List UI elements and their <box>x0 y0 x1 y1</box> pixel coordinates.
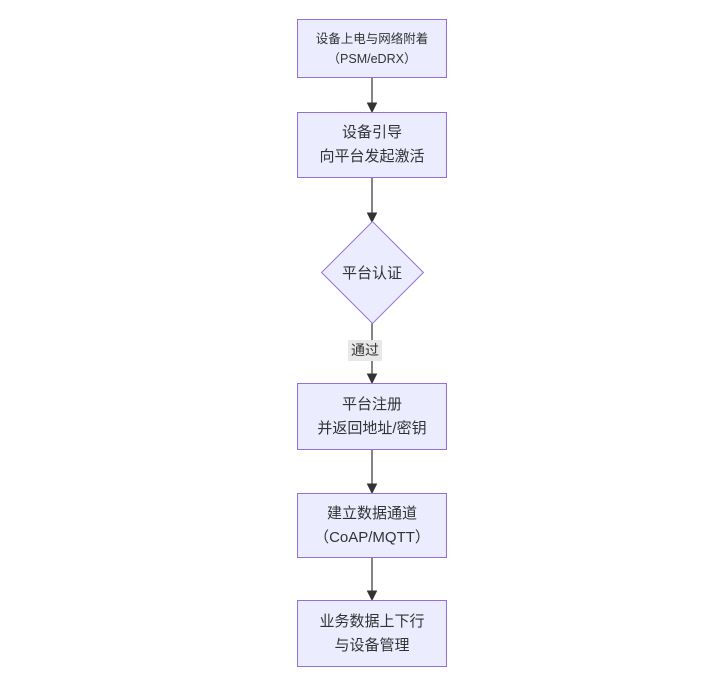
node-text-line: 平台认证 <box>341 264 402 282</box>
node-text-line: 向平台发起激活 <box>319 148 425 165</box>
node-device-bootstrap: 设备引导 向平台发起激活 <box>297 112 447 178</box>
node-text-line: 与设备管理 <box>334 636 410 654</box>
node-data-channel: 建立数据通道 （CoAP/MQTT） <box>297 493 447 558</box>
node-platform-register: 平台注册 并返回地址/密钥 <box>297 383 447 450</box>
node-text-line: 设备引导 <box>341 124 402 141</box>
arrowhead-icon <box>366 590 378 602</box>
node-device-power-attach: 设备上电与网络附着 （PSM/eDRX） <box>297 19 447 78</box>
arrowhead-icon <box>366 212 378 224</box>
arrowhead-icon <box>366 102 378 114</box>
node-text-line: （PSM/eDRX） <box>327 51 417 66</box>
node-text-line: 并返回地址/密钥 <box>317 419 427 437</box>
decision-platform-auth: 平台认证 <box>322 260 422 284</box>
edge-channel-to-business <box>366 558 378 602</box>
node-text-line: 建立数据通道 <box>326 504 417 522</box>
node-text-line: （CoAP/MQTT） <box>314 528 430 546</box>
node-text-line: 业务数据上下行 <box>319 612 425 630</box>
arrowhead-icon <box>366 483 378 495</box>
edge-register-to-channel <box>366 450 378 495</box>
edge-bootstrap-to-auth <box>366 178 378 224</box>
edge-label-pass: 通过 <box>348 340 382 361</box>
arrowhead-icon <box>366 373 378 385</box>
node-text-line: 设备上电与网络附着 <box>315 31 429 46</box>
edge-power-to-bootstrap <box>366 78 378 114</box>
node-text-line: 平台注册 <box>341 395 402 413</box>
node-business-data: 业务数据上下行 与设备管理 <box>297 600 447 667</box>
